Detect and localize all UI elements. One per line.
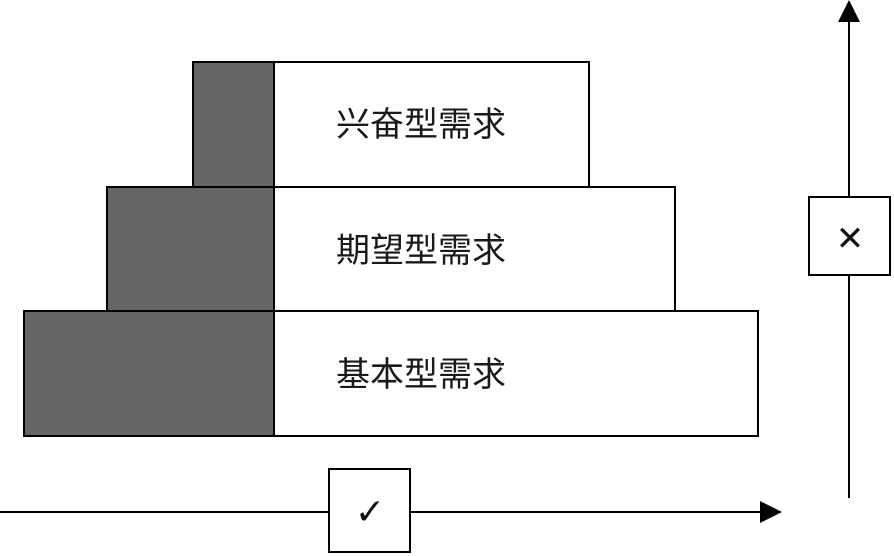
horizontal-axis: ✓ <box>0 468 782 553</box>
layer-middle-label: 期望型需求 <box>336 231 506 271</box>
vertical-axis-arrowhead <box>838 0 860 22</box>
layer-bottom-shaded-segment <box>23 310 275 437</box>
vertical-axis-marker-box <box>808 196 891 276</box>
layer-top-label: 兴奋型需求 <box>336 105 506 145</box>
horizontal-axis-marker-box <box>328 468 411 553</box>
cross-icon: ✕ <box>836 219 865 259</box>
vertical-axis: ✕ <box>808 0 891 498</box>
layer-bottom-label: 基本型需求 <box>336 355 506 395</box>
layer-middle: 期望型需求 <box>106 186 676 312</box>
layer-bottom: 基本型需求 <box>23 310 759 437</box>
check-icon: ✓ <box>355 492 385 533</box>
layer-top: 兴奋型需求 <box>192 61 590 188</box>
layer-middle-shaded-segment <box>106 186 275 312</box>
layer-top-shaded-segment <box>192 61 275 188</box>
horizontal-axis-arrowhead <box>760 501 782 523</box>
